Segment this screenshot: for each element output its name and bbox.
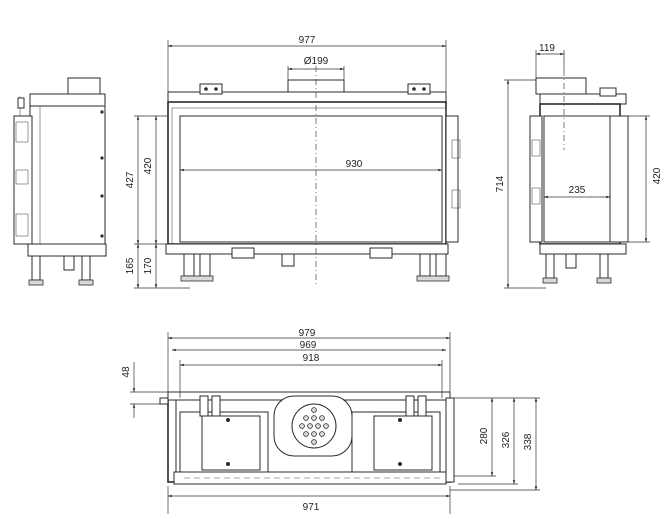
dim-total-height: 714 [495,175,506,192]
side-view-dimensions: 119 714 420 235 [495,43,663,289]
dim-top-width-918: 918 [303,353,320,364]
dim-height-165: 165 [125,257,136,274]
left-side-view [13,77,107,286]
fan-grille [299,407,329,445]
dim-depth-338: 338 [523,433,534,450]
dim-depth-280: 280 [479,427,490,444]
dim-height-170: 170 [143,257,154,274]
dim-flue-offset: 119 [539,43,555,54]
dim-overall-width: 977 [299,35,316,46]
dim-depth-326: 326 [501,431,512,448]
front-view [165,66,461,284]
dim-flue-diameter: Ø199 [304,56,329,67]
dim-side-glass-height: 420 [652,167,663,184]
right-side-view [529,70,629,284]
top-view-dimensions: 979 969 918 48 280 326 338 971 [121,328,540,514]
dim-top-width-969: 969 [300,340,317,351]
dim-glass-width: 930 [346,159,363,170]
dim-height-420: 420 [143,157,154,174]
dim-front-depth: 48 [121,366,132,378]
front-view-dimensions: 977 Ø199 930 427 420 165 170 [125,35,447,289]
dim-height-427: 427 [125,171,136,188]
glass-panel [179,115,443,243]
dim-bottom-width: 971 [303,502,320,513]
dim-top-width-979: 979 [299,328,316,339]
fan-icon [291,403,337,449]
dim-inner-depth: 235 [569,185,586,196]
top-view [159,391,455,485]
